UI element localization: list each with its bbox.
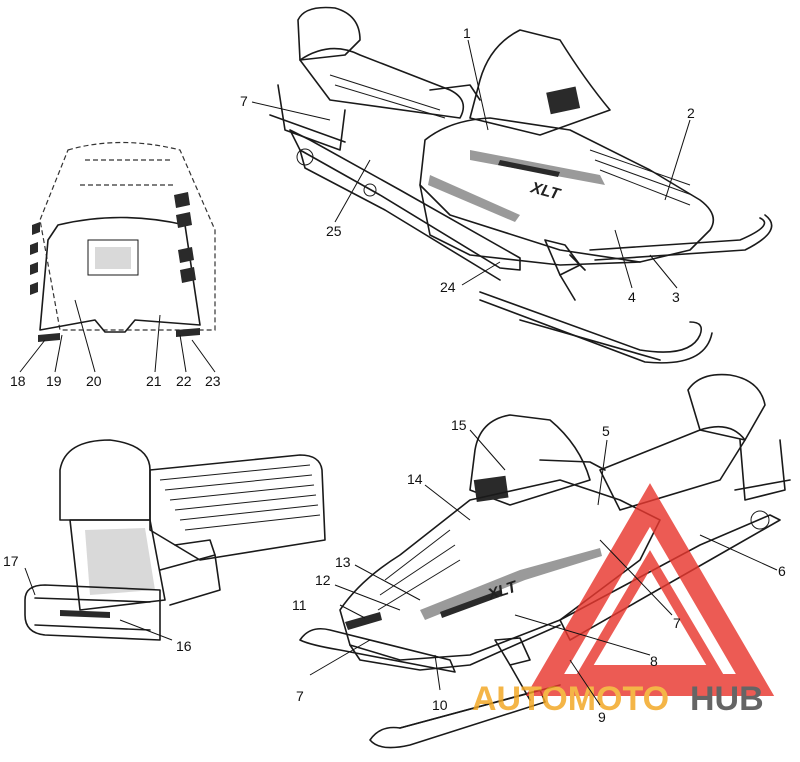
- callout-12: 12: [315, 572, 331, 588]
- callout-17: 17: [3, 553, 19, 569]
- callout-20: 20: [86, 373, 102, 389]
- logo-outer-triangle: [525, 483, 775, 696]
- callout-6: 6: [778, 563, 786, 579]
- snowmobile-front-view: XLT: [299, 373, 791, 749]
- callout-7c: 7: [296, 688, 304, 704]
- callout-13: 13: [335, 554, 351, 570]
- snowmobile-top-view: XLT: [269, 6, 773, 364]
- callout-22: 22: [176, 373, 192, 389]
- callout-19: 19: [46, 373, 62, 389]
- callout-21: 21: [146, 373, 162, 389]
- callouts: 1 2 3 4 5 6 7 7 7 8 9 10 11 12 13 14 15 …: [3, 25, 786, 725]
- callout-10: 10: [432, 697, 448, 713]
- callout-16: 16: [176, 638, 192, 654]
- callout-8: 8: [650, 653, 658, 669]
- svg-text:XLT: XLT: [528, 179, 563, 204]
- callout-14: 14: [407, 471, 423, 487]
- callout-1: 1: [463, 25, 471, 41]
- callout-24: 24: [440, 279, 456, 295]
- callout-5: 5: [602, 423, 610, 439]
- watermark: AUTOMOTO HUB: [472, 483, 775, 718]
- callout-7b: 7: [673, 615, 681, 631]
- callout-2: 2: [687, 105, 695, 121]
- callout-15: 15: [451, 417, 467, 433]
- watermark-part1: AUTOMOTO: [472, 680, 669, 718]
- callout-18: 18: [10, 373, 26, 389]
- seat-assembly: [24, 439, 326, 641]
- callout-7a: 7: [240, 93, 248, 109]
- leader-lines: [19, 39, 778, 706]
- callout-11: 11: [292, 597, 307, 613]
- callout-4: 4: [628, 289, 636, 305]
- warning-triangle-logo: [525, 483, 775, 696]
- callout-3: 3: [672, 289, 680, 305]
- watermark-part2: HUB: [690, 680, 764, 718]
- hood-rear-view: [30, 141, 216, 342]
- callout-9: 9: [598, 709, 606, 725]
- logo-inner-triangle: [576, 550, 724, 675]
- callout-25: 25: [326, 223, 342, 239]
- callout-23: 23: [205, 373, 221, 389]
